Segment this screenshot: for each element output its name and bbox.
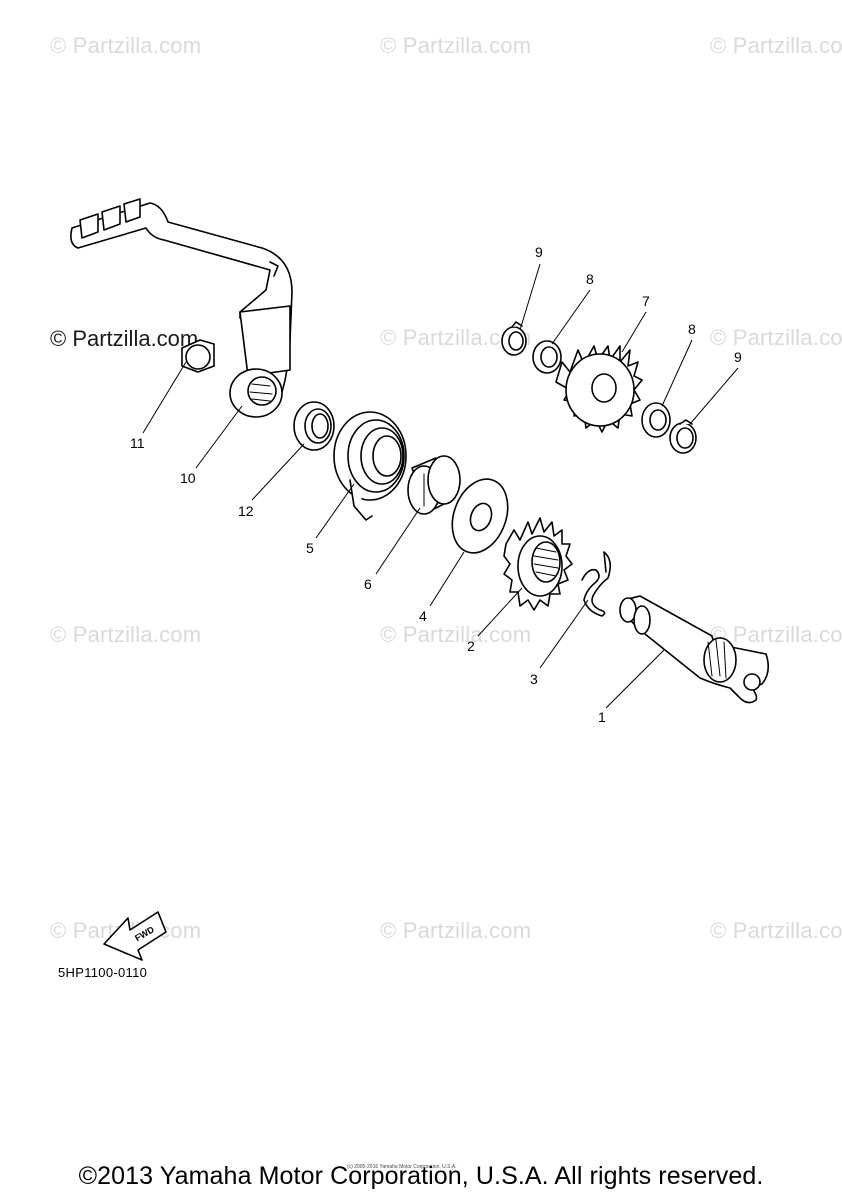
watermark: © Partzilla.com bbox=[50, 33, 202, 58]
watermark: © Partzilla.com bbox=[380, 622, 532, 647]
copyright-notice: ©2013 Yamaha Motor Corporation, U.S.A. A… bbox=[78, 1162, 764, 1190]
watermark: © Partzilla.com bbox=[380, 918, 532, 943]
callout-number: 9 bbox=[734, 349, 742, 365]
watermark: © Partzilla.com bbox=[710, 918, 842, 943]
callout-number: 7 bbox=[642, 293, 650, 309]
callout-number: 1 bbox=[598, 709, 606, 725]
callout-number: 3 bbox=[530, 671, 538, 687]
watermark: © Partzilla.com bbox=[380, 33, 532, 58]
washer-large bbox=[451, 478, 509, 554]
callout-number: 10 bbox=[180, 470, 196, 486]
pedal-bolt bbox=[181, 339, 215, 373]
circlip bbox=[501, 321, 527, 356]
watermark: © Partzilla.com bbox=[50, 622, 202, 647]
callout-number: 11 bbox=[130, 435, 145, 451]
diagram-code: 5HP1100-0110 bbox=[58, 965, 148, 980]
kick-axle bbox=[619, 595, 770, 704]
leader-lines bbox=[142, 263, 739, 709]
oil-seal bbox=[293, 401, 335, 451]
kick-boss bbox=[229, 368, 283, 418]
callout-number: 2 bbox=[467, 638, 475, 654]
kick-gear bbox=[503, 517, 573, 611]
collar bbox=[407, 455, 461, 515]
watermark: © Partzilla.com bbox=[710, 622, 842, 647]
callout-number: 8 bbox=[586, 271, 594, 287]
tiny-copyright: (c) 2005-2016 Yamaha Motor Corporation, … bbox=[347, 1164, 457, 1170]
callout-labels: 11 10 12 5 6 4 2 3 1 9 8 7 8 9 FWD bbox=[130, 244, 742, 943]
circlip bbox=[669, 419, 697, 454]
idler-gear bbox=[555, 345, 643, 433]
washer-small bbox=[532, 340, 562, 374]
torsion-spring bbox=[333, 411, 407, 521]
callout-number: 12 bbox=[238, 503, 254, 519]
callout-number: 5 bbox=[306, 540, 314, 556]
watermark: © Partzilla.com bbox=[710, 325, 842, 350]
kick-pedal-arm bbox=[70, 198, 293, 393]
washer-small bbox=[641, 402, 671, 438]
watermark: © Partzilla.com bbox=[710, 33, 842, 58]
callout-number: 8 bbox=[688, 321, 696, 337]
spring-clip bbox=[581, 551, 612, 617]
callout-number: 9 bbox=[535, 244, 543, 260]
callout-number: 6 bbox=[364, 576, 372, 592]
callout-number: 4 bbox=[419, 608, 427, 624]
watermark-emphasized: © Partzilla.com bbox=[50, 326, 199, 351]
forward-arrow-icon bbox=[103, 911, 167, 961]
